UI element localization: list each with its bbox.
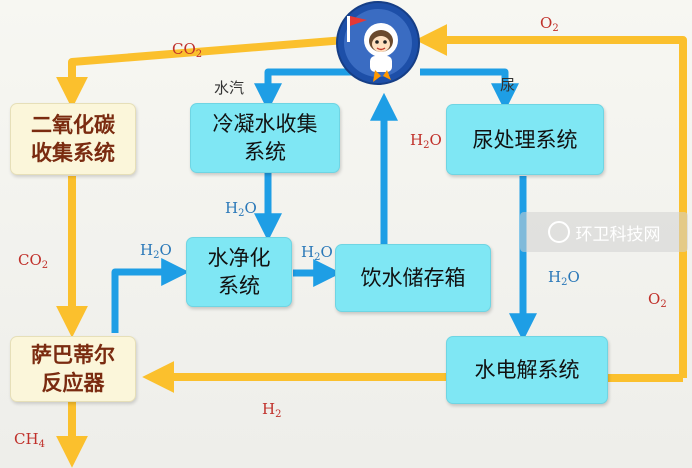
h2o-urine-left-label: H2O (410, 131, 442, 151)
astronaut-icon (336, 1, 420, 85)
o2-flow-top-arrow (415, 24, 687, 378)
o2-top-label: O2 (540, 14, 559, 34)
drinking-water-storage-box: 饮水储存箱 (335, 244, 491, 312)
h2o-to-purify-label: H2O (140, 241, 172, 261)
h2o-urine-down-label: H2O (548, 268, 580, 288)
co2-collection-system-box: 二氧化碳 收集系统 (10, 103, 136, 175)
sabatier-to-purify-arrow (111, 258, 190, 333)
ch4-label: CH4 (14, 430, 45, 450)
co2-left-label: CO2 (18, 251, 49, 271)
co2-top-label: CO2 (172, 40, 203, 60)
condensate-collection-system-box: 冷凝水收集 系统 (190, 103, 340, 173)
water-electrolysis-system-box: 水电解系统 (446, 336, 608, 404)
o2-right-label: O2 (648, 290, 667, 310)
urine-flow-arrow (420, 68, 519, 112)
water-purification-system-box: 水净化 系统 (186, 237, 292, 307)
vapor-flow-arrow (254, 68, 352, 112)
watermark-logo-icon (547, 221, 570, 243)
urine-label: 尿 (500, 76, 516, 94)
sabatier-reactor-box: 萨巴蒂尔 反应器 (10, 336, 136, 402)
vapor-label: 水汽 (214, 79, 245, 97)
h2o-to-storage-label: H2O (301, 243, 333, 263)
watermark-text: 环卫科技网 (575, 224, 661, 245)
watermark: 环卫科技网 (520, 212, 688, 252)
h2-label: H2 (262, 400, 282, 420)
urine-processing-system-box: 尿处理系统 (446, 104, 604, 175)
h2o-condense-label: H2O (225, 199, 257, 219)
co2-flow-top-arrow (56, 36, 346, 109)
